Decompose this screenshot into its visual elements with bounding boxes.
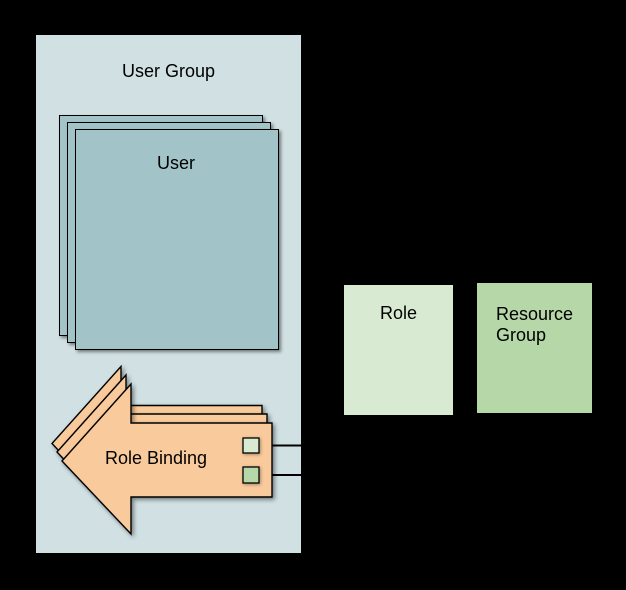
user-group-label: User Group xyxy=(121,61,216,81)
resource-group-port-square xyxy=(242,466,260,484)
resource-group-box: Resource Group xyxy=(477,283,592,413)
role-label: Role xyxy=(379,303,418,323)
user-card-front xyxy=(75,129,279,350)
role-port-square xyxy=(242,437,260,454)
role-box: Role xyxy=(344,285,453,415)
role-binding-label: Role Binding xyxy=(104,448,208,468)
role-binding-arrow-front xyxy=(61,382,273,536)
resource-group-label: Resource Group xyxy=(496,304,574,345)
user-label: User xyxy=(156,153,195,173)
